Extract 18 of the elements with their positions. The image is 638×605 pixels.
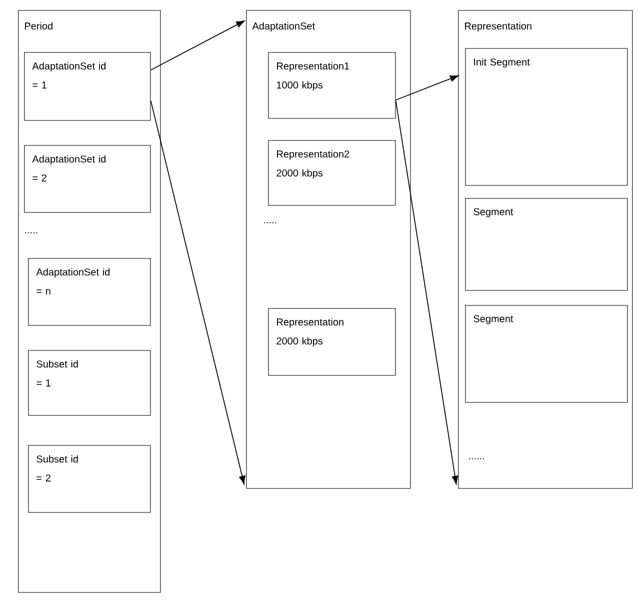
arrow: [395, 100, 458, 484]
element-box: Subset id = 2: [28, 445, 151, 513]
element-box: Init Segment: [465, 48, 628, 186]
ellipsis: .....: [264, 222, 276, 224]
element-box: Representation 2000 kbps: [268, 308, 396, 376]
element-box: AdaptationSet id = 1: [24, 52, 151, 121]
arrow: [150, 100, 246, 484]
element-box: AdaptationSet id = 2: [24, 145, 151, 213]
element-box: Representation2 2000 kbps: [268, 140, 396, 206]
ellipsis: .....: [25, 232, 38, 234]
arrow: [150, 20, 245, 70]
element-box: Subset id = 1: [28, 350, 151, 416]
element-box: Representation1 1000 kbps: [268, 52, 396, 119]
element-box: Segment: [465, 305, 628, 403]
arrow: [395, 75, 459, 100]
ellipsis: ......: [469, 458, 484, 460]
element-box: AdaptationSet id = n: [28, 258, 151, 326]
element-box: Segment: [465, 198, 628, 291]
